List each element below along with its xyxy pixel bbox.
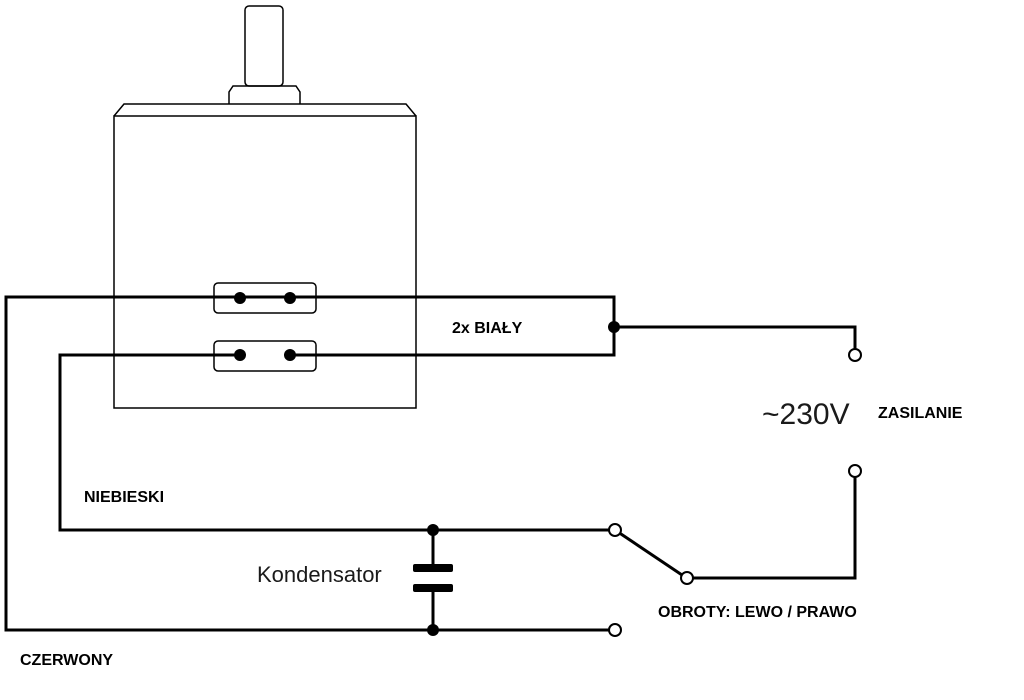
power-terminal-top bbox=[848, 348, 862, 362]
label-power: ZASILANIE bbox=[878, 405, 963, 422]
labels: 2x BIAŁY ~230V ZASILANIE NIEBIESKI Konde… bbox=[20, 320, 963, 669]
pin-top-right bbox=[284, 292, 296, 304]
power-wire-bottom bbox=[690, 476, 857, 580]
capacitor-plate-top bbox=[413, 564, 453, 572]
junction-white bbox=[608, 321, 620, 333]
power-wire-top bbox=[614, 325, 857, 350]
white-wire-top bbox=[240, 295, 616, 327]
junction-red-capacitor bbox=[427, 624, 439, 636]
label-white-wires: 2x BIAŁY bbox=[452, 320, 523, 337]
label-red-wire: CZERWONY bbox=[20, 652, 113, 669]
capacitor bbox=[413, 564, 453, 592]
switch-lever bbox=[617, 530, 686, 579]
capacitor-plate-bottom bbox=[413, 584, 453, 592]
wires bbox=[4, 295, 857, 632]
switch-terminal-left bbox=[608, 523, 622, 537]
pin-bottom-left bbox=[234, 349, 246, 361]
motor-body-top bbox=[113, 103, 417, 117]
motor bbox=[113, 5, 417, 409]
motor-body bbox=[113, 115, 417, 409]
motor-shaft-collar bbox=[228, 85, 301, 104]
label-capacitor: Kondensator bbox=[257, 562, 382, 587]
connector-pins bbox=[234, 292, 296, 361]
white-wire-bottom bbox=[290, 327, 616, 357]
label-power-voltage: ~230V bbox=[762, 398, 850, 431]
pin-bottom-right bbox=[284, 349, 296, 361]
switch-terminal-common bbox=[680, 571, 694, 585]
junction-blue-capacitor bbox=[427, 524, 439, 536]
red-wire bbox=[4, 295, 612, 632]
switch-terminal-red bbox=[608, 623, 622, 637]
junctions bbox=[427, 321, 620, 636]
pin-top-left bbox=[234, 292, 246, 304]
blue-wire bbox=[58, 353, 612, 532]
motor-shaft bbox=[244, 5, 284, 87]
label-blue-wire: NIEBIESKI bbox=[84, 489, 164, 506]
terminals bbox=[608, 348, 862, 637]
power-terminal-bottom bbox=[848, 464, 862, 478]
label-rotation: OBROTY: LEWO / PRAWO bbox=[658, 604, 857, 621]
